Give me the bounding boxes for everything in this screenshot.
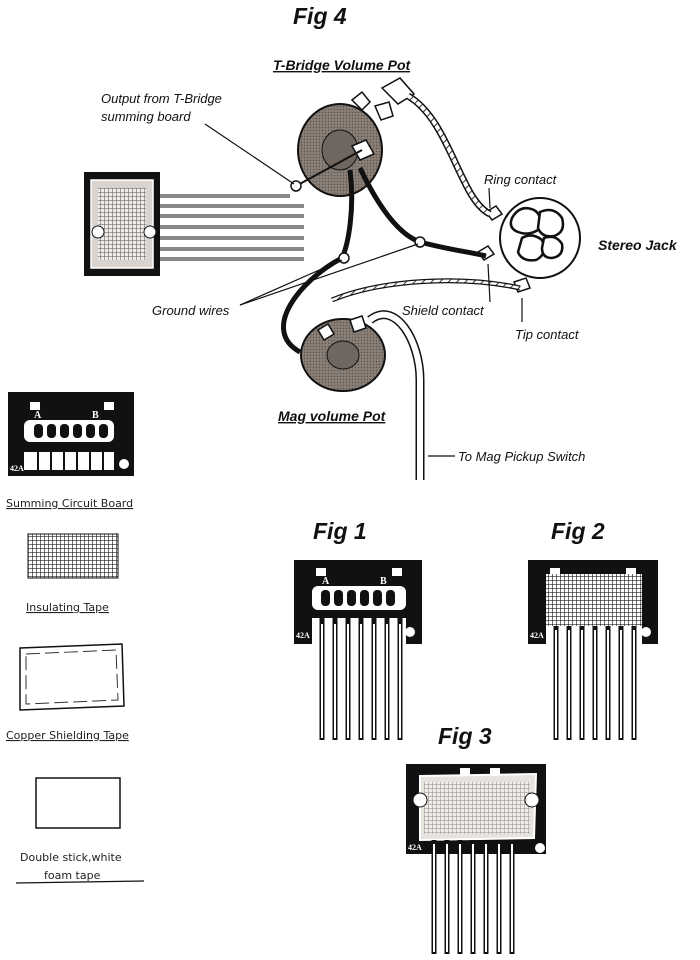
fig1-part-number: 42A (296, 631, 310, 640)
fig1-title: Fig 1 (313, 518, 367, 544)
legend-copper-tape-swatch (19, 643, 125, 711)
fig3-title: Fig 3 (438, 723, 492, 749)
fig1-board: A B 42A (294, 560, 422, 644)
fig2-title: Fig 2 (551, 518, 605, 544)
legend-copper-tape-label: Copper Shielding Tape (6, 729, 129, 742)
fig1-pin-b: B (380, 576, 387, 587)
legend-insulating-tape-swatch (27, 533, 119, 579)
fig4-title: Fig 4 (293, 3, 347, 29)
fig2-part-number: 42A (530, 631, 544, 640)
legend-foam-tape-swatch (35, 777, 121, 829)
legend-foam-tape-line1: Double stick,white (20, 851, 122, 864)
tbridge-volume-pot (297, 77, 416, 197)
output-label-line1: Output from T-Bridge (101, 91, 222, 106)
tbridge-pot-label: T-Bridge Volume Pot (273, 57, 411, 73)
ground-wires-label: Ground wires (152, 303, 230, 318)
stereo-jack (476, 197, 581, 293)
mag-volume-pot (300, 315, 386, 392)
fig4-leader-lines (204, 123, 523, 457)
legend-insulating-tape-label: Insulating Tape (26, 601, 109, 614)
stereo-jack-label: Stereo Jack (598, 237, 678, 253)
fig4-junctions (290, 180, 426, 264)
legend-summing-board-label: Summing Circuit Board (6, 497, 133, 510)
legend-pin-a: A (34, 410, 42, 421)
legend-summing-board-icon: A B 42A (8, 392, 134, 476)
fig3-part-number: 42A (408, 843, 422, 852)
output-label-line2: summing board (101, 109, 191, 124)
ring-contact-label: Ring contact (484, 172, 558, 187)
legend-part-number: 42A (10, 464, 24, 473)
legend-pin-b: B (92, 410, 99, 421)
fig3-board: 42A (406, 764, 546, 854)
fig4-wires (281, 92, 521, 480)
mag-switch-label: To Mag Pickup Switch (458, 449, 585, 464)
shield-contact-label: Shield contact (402, 303, 485, 318)
mag-pot-label: Mag volume Pot (278, 408, 387, 424)
legend-foam-tape-line2: foam tape (44, 869, 101, 882)
fig4-summing-board (84, 172, 160, 276)
fig1-pin-a: A (322, 576, 330, 587)
tip-contact-label: Tip contact (515, 327, 580, 342)
